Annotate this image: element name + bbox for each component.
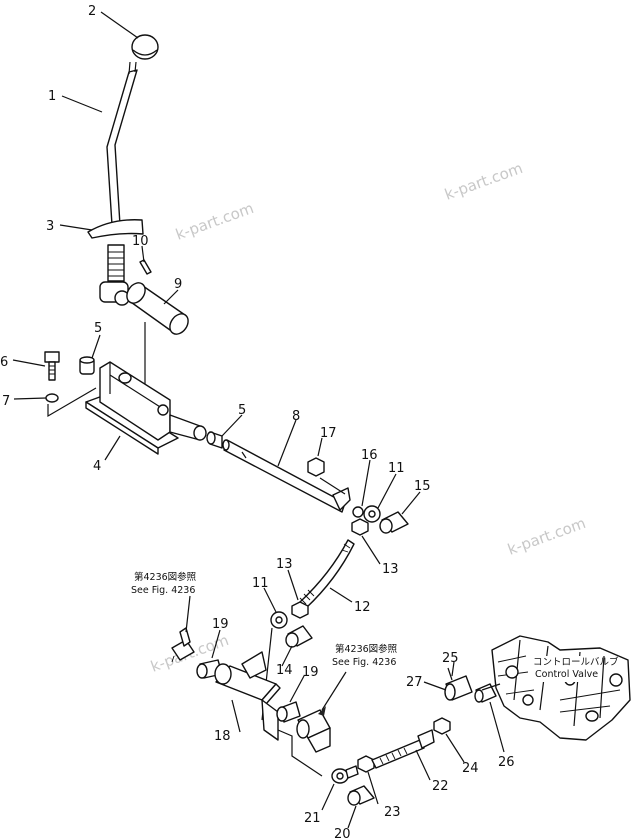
callout-12: 12: [354, 600, 371, 615]
bracket-ref-left: [171, 627, 195, 663]
bracket-part-4: [85, 361, 207, 455]
fig-ref-right-en: See Fig. 4236: [332, 657, 396, 668]
callout-26: 26: [498, 755, 515, 770]
bolt-part-6: [44, 351, 60, 381]
control-valve-label-jp: コントロールバルブ: [533, 656, 619, 668]
callout-5-upper: 5: [94, 321, 102, 336]
callout-17: 17: [320, 426, 337, 441]
pin-part-26: [474, 683, 497, 703]
tube-part-9: [126, 282, 189, 335]
fig-ref-right-jp: 第4236図参照: [335, 643, 398, 655]
boot-part-3: [87, 219, 144, 239]
nut-part-23: [357, 755, 375, 773]
bracket-ref-right: [296, 709, 331, 753]
watermark-3: k-part.com: [505, 514, 588, 559]
lever-part-1: [106, 61, 138, 226]
callout-1: 1: [48, 89, 56, 104]
ball-joint-part-11b: [270, 611, 288, 629]
callout-22: 22: [432, 779, 449, 794]
callout-16: 16: [361, 448, 378, 463]
watermark-1: k-part.com: [173, 199, 256, 244]
callout-10: 10: [132, 234, 149, 249]
control-valve: [481, 635, 631, 741]
bolt-part-14: [285, 625, 313, 648]
callout-7: 7: [2, 394, 10, 409]
ref-arrow-left: [185, 595, 191, 633]
joint-part-25: [444, 667, 473, 701]
callout-24: 24: [462, 761, 479, 776]
leader-lines: [12, 11, 505, 829]
bolt-part-20: [347, 785, 375, 806]
lever-spring: [99, 244, 130, 306]
callout-21: 21: [304, 811, 321, 826]
nut-part-17: [307, 457, 346, 495]
callout-13-right: 13: [382, 562, 399, 577]
callout-15: 15: [414, 479, 431, 494]
callout-23: 23: [384, 805, 401, 820]
leader-washer: [47, 387, 97, 418]
bolt-part-15: [379, 511, 409, 534]
callout-11-upper: 11: [388, 461, 405, 476]
nut-part-13a: [351, 518, 369, 536]
rod-part-22: [371, 729, 435, 769]
callout-2: 2: [88, 4, 96, 19]
callout-19-left: 19: [212, 617, 229, 632]
nut-part-24: [433, 717, 451, 735]
callout-3: 3: [46, 219, 54, 234]
washer-part-16: [352, 506, 364, 518]
callout-11-lower: 11: [252, 576, 269, 591]
fig-ref-left-jp: 第4236図参照: [134, 571, 197, 583]
callout-13-left: 13: [276, 557, 293, 572]
callout-18: 18: [214, 729, 231, 744]
knob-part-2: [131, 34, 159, 60]
callout-6: 6: [0, 355, 8, 370]
bushing-part-5a: [79, 356, 95, 375]
ref-arrowhead-right: [318, 706, 326, 716]
rod-part-12: [299, 539, 355, 609]
control-valve-label-en: Control Valve: [535, 669, 598, 680]
callout-20: 20: [334, 827, 351, 840]
ref-arrow-right: [321, 671, 347, 711]
callout-9: 9: [174, 277, 182, 292]
callout-8: 8: [292, 409, 300, 424]
bushing-part-5b: [206, 431, 223, 449]
ball-joint-part-11a: [363, 505, 381, 523]
ball-joint-part-21: [331, 765, 359, 784]
callout-19-right: 19: [302, 665, 319, 680]
washer-part-7: [45, 393, 59, 403]
callout-25: 25: [442, 651, 459, 666]
callout-4: 4: [93, 459, 101, 474]
nut-part-13b: [291, 601, 309, 619]
callout-5-lower: 5: [238, 403, 246, 418]
pin-part-10: [139, 259, 152, 275]
callout-numbers: 2 1 3 10 9 5 6 7 4 5 8 17 16 11 15 13 13…: [0, 4, 515, 840]
watermark-2: k-part.com: [442, 159, 525, 204]
callout-27: 27: [406, 675, 423, 690]
shaft-part-8: [222, 439, 351, 513]
fig-ref-left-en: See Fig. 4236: [131, 585, 195, 596]
bushing-part-19b: [276, 701, 301, 723]
shaft-part-18: [214, 651, 323, 777]
callout-14: 14: [276, 663, 293, 678]
